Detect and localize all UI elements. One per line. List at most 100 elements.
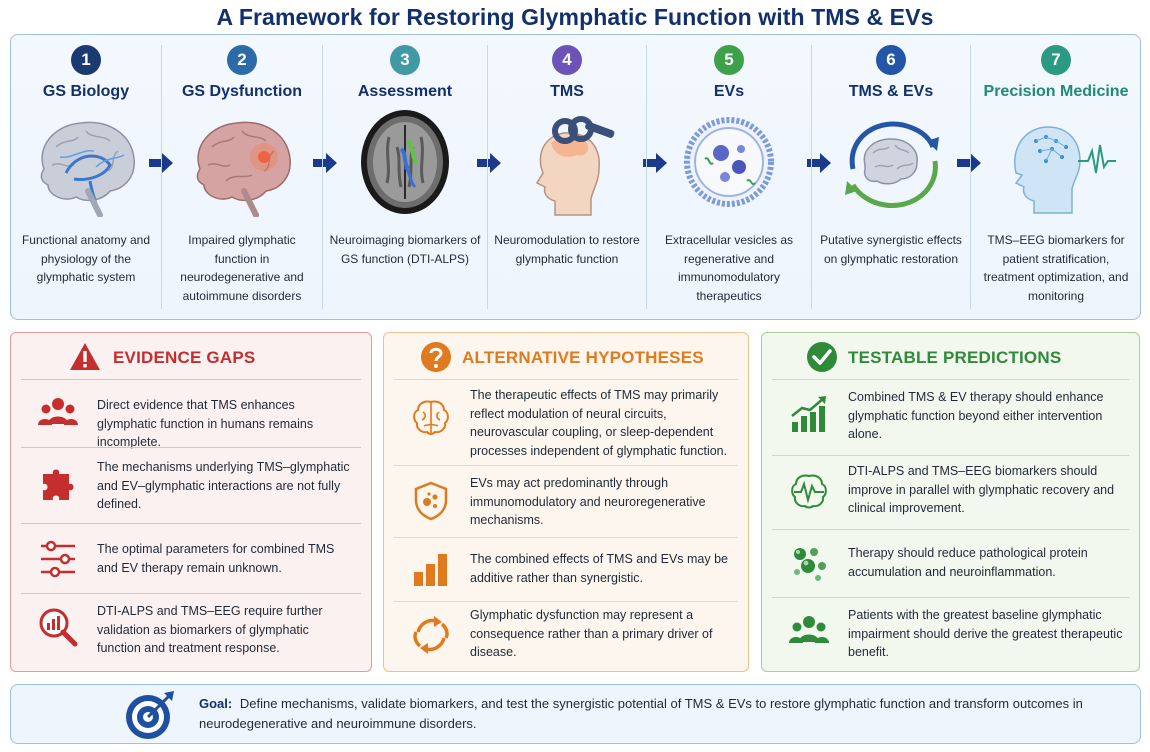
panel-title: ALTERNATIVE HYPOTHESES [462,348,704,367]
step-title: GS Biology [42,83,130,100]
list-item: The mechanisms underlying TMS–glymphatic… [21,447,361,523]
list-item: Direct evidence that TMS enhances glymph… [21,379,361,449]
brain-outline-icon [413,400,449,436]
panel-title: TESTABLE PREDICTIONS [848,348,1062,367]
step-divider [811,45,812,309]
step-number: 7 [1041,45,1071,75]
arrow-right-icon [957,153,981,173]
panel-header: TESTABLE PREDICTIONS [762,341,1139,377]
cycle-arrows-icon [413,616,449,654]
list-item: Glymphatic dysfunction may represent a c… [394,601,738,669]
growth-chart-icon [791,396,826,432]
target-icon [126,691,174,739]
step-title: TMS [550,83,584,100]
step-description: Impaired glymphatic function in neurodeg… [180,233,304,303]
arrow-right-icon [477,153,501,173]
list-item-text: EVs may act predominantly through immuno… [470,476,706,527]
step-title: Precision Medicine [983,83,1129,100]
sliders-icon [41,540,75,578]
list-item-text: Therapy should reduce pathological prote… [848,546,1088,579]
list-item: Therapy should reduce pathological prote… [772,529,1129,597]
page-title: A Framework for Restoring Glymphatic Fun… [216,4,934,30]
list-item: The optimal parameters for combined TMS … [21,523,361,593]
step-title: GS Dysfunction [181,83,302,100]
panel-header: ALTERNATIVE HYPOTHESES [384,341,748,377]
brain-lesion-icon [196,121,291,217]
step-number: 2 [227,45,257,75]
step-divider [646,45,647,309]
list-item: EVs may act predominantly through immuno… [394,465,738,537]
goal-text: Define mechanisms, validate biomarkers, … [199,696,1083,731]
list-item-text: Glymphatic dysfunction may represent a c… [470,608,713,659]
check-circle-icon [807,342,837,372]
framework-steps: 1 GS Biology Functional anatomy and phys… [10,34,1141,320]
step-number: 6 [876,45,906,75]
list-item: DTI-ALPS and TMS–EEG biomarkers should i… [772,455,1129,529]
list-item-text: DTI-ALPS and TMS–EEG biomarkers should i… [848,464,1115,515]
step-description: Neuromodulation to restore glymphatic fu… [494,233,640,266]
step-divider [487,45,488,309]
list-item-text: Combined TMS & EV therapy should enhance… [848,390,1104,441]
step-assessment: 3 Assessment Neuroimaging biomarkers of … [323,35,487,319]
list-item-text: The combined effects of TMS and EVs may … [470,552,729,585]
arrow-right-icon [807,153,831,173]
brain-anatomy-icon [40,121,135,217]
shield-cells-icon [414,481,448,521]
evidence-gaps-panel: EVIDENCE GAPS Direct evidence that TMS e… [10,332,372,672]
list-item-text: Direct evidence that TMS enhances glymph… [97,398,314,449]
step-gs-biology: 1 GS Biology Functional anatomy and phys… [11,35,161,319]
step-title: TMS & EVs [848,83,934,100]
step-description: TMS–EEG biomarkers for patient stratific… [983,233,1129,303]
bar-chart-icon [414,554,447,586]
magnifier-chart-icon [39,608,78,647]
step-title: EVs [713,83,745,100]
puzzle-icon [43,469,74,500]
step-number: 1 [71,45,101,75]
panel-header: EVIDENCE GAPS [11,341,371,377]
step-precision-medicine: 7 Precision Medicine TMS–EEG biomarkers … [971,35,1141,319]
mri-scan-icon [361,110,449,214]
list-item: The therapeutic effects of TMS may prima… [394,379,738,465]
tms-coil-head-icon [535,116,615,216]
list-item-text: DTI-ALPS and TMS–EEG require further val… [97,604,323,655]
arrow-right-icon [313,153,337,173]
step-tms-and-evs: 6 TMS & EVs Putative synergistic effects… [812,35,970,319]
brain-waveform-icon [791,474,827,509]
synergy-cycle-brain-icon [845,121,939,208]
step-description: Functional anatomy and physiology of the… [21,233,151,284]
goal-text-block: Goal: Define mechanisms, validate biomar… [199,694,1099,734]
list-item-text: The mechanisms underlying TMS–glymphatic… [97,460,350,511]
goal-label: Goal: [199,696,233,711]
panel-title: EVIDENCE GAPS [113,348,256,367]
people-group-icon [38,398,78,425]
list-item-text: Patients with the greatest baseline glym… [848,608,1123,659]
step-gs-dysfunction: 2 GS Dysfunction Impaired glymphatic fun… [162,35,322,319]
list-item: The combined effects of TMS and EVs may … [394,537,738,601]
step-number: 4 [552,45,582,75]
arrow-right-icon [643,153,667,173]
testable-predictions-panel: TESTABLE PREDICTIONS Combined TMS & EV t… [761,332,1140,672]
extracellular-vesicle-icon [684,117,774,207]
list-item: Combined TMS & EV therapy should enhance… [772,379,1129,455]
list-item-text: The optimal parameters for combined TMS … [97,542,335,575]
step-divider [970,45,971,309]
step-description: Extracellular vesicles as regenerative a… [664,233,794,303]
step-divider [322,45,323,309]
goal-banner: Goal: Define mechanisms, validate biomar… [10,684,1141,744]
warning-icon [70,343,100,370]
digital-head-eeg-icon [1014,126,1116,214]
question-icon [421,342,451,372]
alternative-hypotheses-panel: ALTERNATIVE HYPOTHESES The therapeutic e… [383,332,749,672]
protein-spheres-icon [794,548,826,581]
step-number: 3 [390,45,420,75]
step-description: Neuroimaging biomarkers of GS function (… [329,233,481,266]
step-evs: 5 EVs Extracellular vesicles as regenera… [647,35,811,319]
patients-group-icon [789,616,829,643]
list-item: DTI-ALPS and TMS–EEG require further val… [21,593,361,669]
step-description: Putative synergistic effects on glymphat… [820,233,962,266]
list-item: Patients with the greatest baseline glym… [772,597,1129,669]
step-title: Assessment [357,83,453,100]
list-item-text: The therapeutic effects of TMS may prima… [470,388,728,458]
step-divider [161,45,162,309]
step-tms: 4 TMS Neuromodulation to restore glympha… [488,35,646,319]
